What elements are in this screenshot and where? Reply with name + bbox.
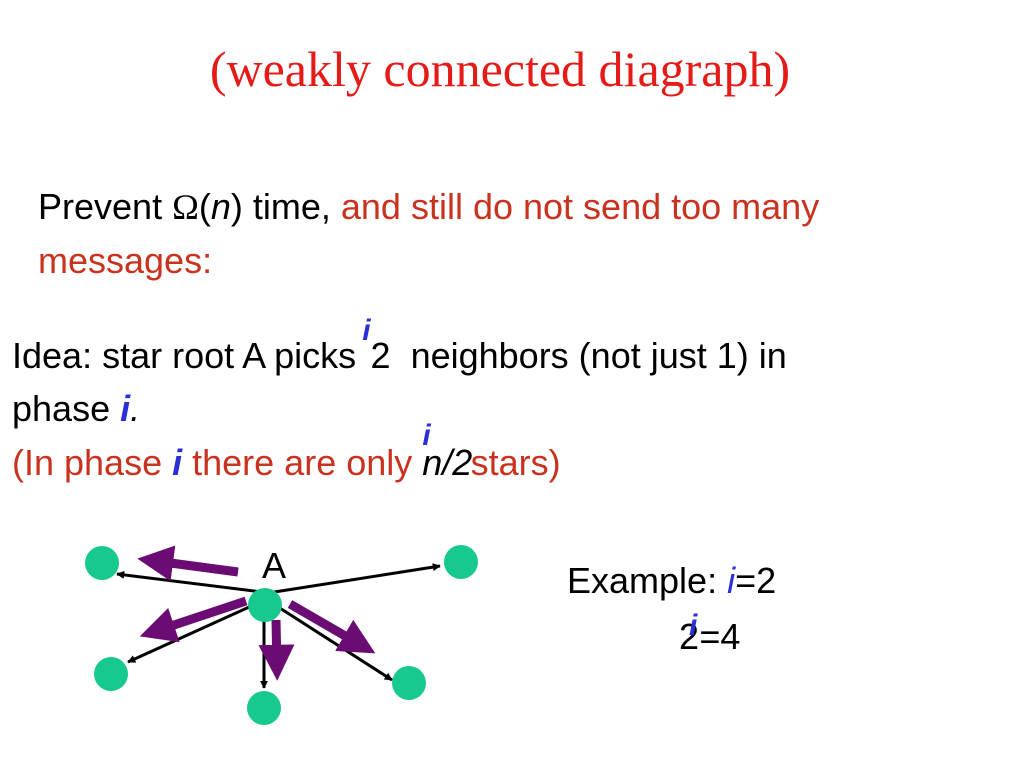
phase-dot: . xyxy=(130,388,141,429)
note-n-over-2: n/2 xyxy=(422,442,473,483)
note-part-2: there are only xyxy=(182,442,423,483)
phase-i: i xyxy=(120,388,131,429)
node-bottom-right xyxy=(392,666,426,700)
example-line: Example: i=2 xyxy=(567,560,776,602)
idea-base-2: 2 xyxy=(370,335,391,376)
example-exponent-i: i xyxy=(689,609,698,642)
note-i: i xyxy=(172,442,183,483)
idea-text-1: Idea: star root A picks xyxy=(12,335,357,376)
slide-title: (weakly connected diagraph) xyxy=(209,41,791,97)
prevent-red-text: and still do not send too many xyxy=(340,186,820,227)
example-result-line: 2i=4 xyxy=(679,609,741,658)
message-arrow-bottom-left xyxy=(139,596,248,643)
edge-to-bottom-right xyxy=(271,601,393,682)
idea-exponent-i: i xyxy=(362,314,371,347)
root-label: A xyxy=(262,545,286,586)
node-top-left xyxy=(85,546,119,580)
example-i: i xyxy=(727,560,736,601)
message-arrow-bottom xyxy=(258,619,295,681)
phase-line: phase i. xyxy=(12,388,140,430)
idea-line: Idea: star root A picksi2 neighbors (not … xyxy=(12,314,787,377)
example-result: =4 xyxy=(699,616,741,657)
node-top-right xyxy=(444,545,478,579)
edge-to-top-right xyxy=(267,563,441,595)
prevent-line: Prevent Ω(n) time, and still do not send… xyxy=(38,186,819,228)
variable-n: n xyxy=(210,186,231,227)
phase-text: phase xyxy=(12,388,121,429)
example-label: Example: xyxy=(567,560,728,601)
node-bottom-left xyxy=(94,657,128,691)
idea-text-2: neighbors (not just 1) in xyxy=(410,335,787,376)
note-exponent-i: i xyxy=(422,419,431,452)
messages-text: messages: xyxy=(38,240,213,281)
note-line: (In phase i there are only n/2istars) xyxy=(12,419,561,484)
note-part-3: stars) xyxy=(470,442,561,483)
prevent-prefix: Prevent xyxy=(38,186,173,227)
message-arrow-top-left xyxy=(137,545,239,582)
message-arrow-bottom-right xyxy=(287,600,376,654)
omega-symbol: Ω xyxy=(172,187,199,227)
open-paren: ( xyxy=(198,186,211,227)
node-bottom xyxy=(247,691,281,725)
node-root-a xyxy=(248,588,282,622)
time-text: ) time, xyxy=(230,186,341,227)
example-base-2: 2 xyxy=(679,616,700,657)
edge-to-top-left xyxy=(116,570,263,594)
edge-to-bottom-left xyxy=(127,601,259,664)
note-part-1: (In phase xyxy=(12,442,173,483)
example-eq: =2 xyxy=(735,560,777,601)
